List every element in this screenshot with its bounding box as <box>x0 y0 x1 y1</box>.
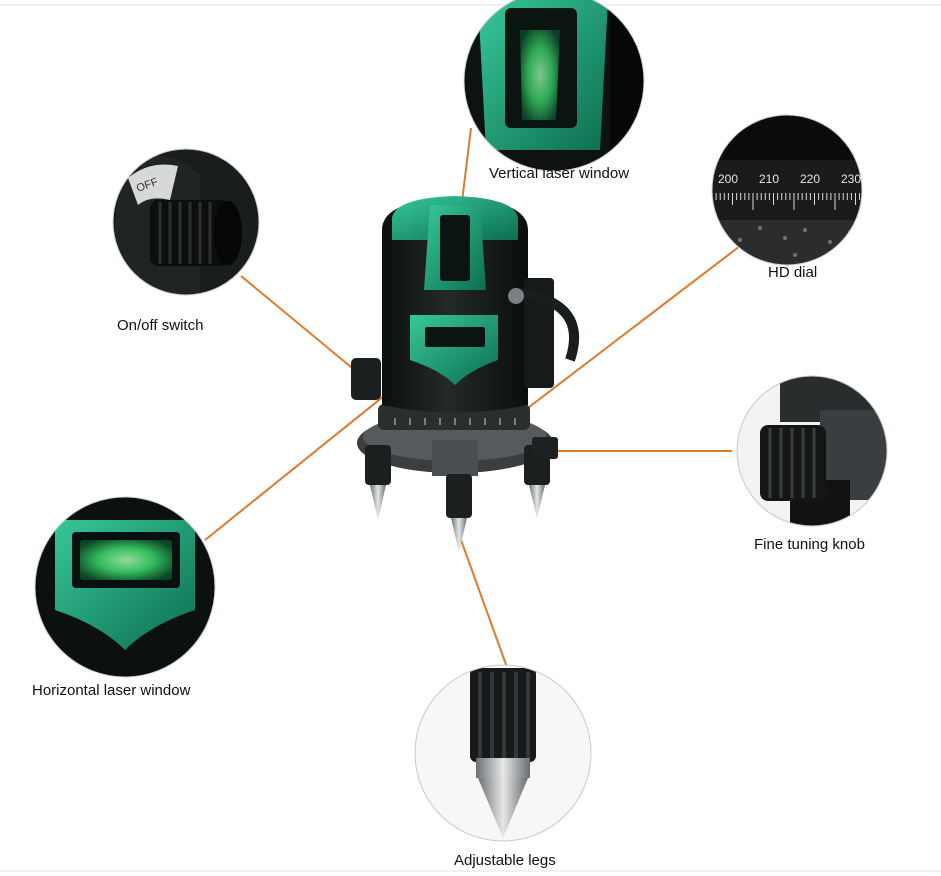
label-adjustable-legs: Adjustable legs <box>454 852 556 869</box>
label-fine-tuning-knob: Fine tuning knob <box>754 536 865 553</box>
callout-onoff-switch: OFF <box>112 148 260 296</box>
label-hd-dial: HD dial <box>768 264 818 281</box>
label-horizontal-laser-window: Horizontal laser window <box>32 682 191 699</box>
callout-fine-tuning-knob <box>736 375 888 527</box>
adjustable-leg-icon <box>470 668 536 838</box>
callout-horizontal-window <box>34 496 216 678</box>
label-onoff-switch: On/off switch <box>117 317 204 334</box>
dial-tick-220: 220 <box>800 172 820 186</box>
leader-legs <box>460 539 509 671</box>
label-vertical-laser-window: Vertical laser window <box>489 165 630 182</box>
dial-tick-200: 200 <box>718 172 738 186</box>
leader-dial <box>519 245 741 415</box>
device-onoff-knob <box>351 358 381 400</box>
power-knob-icon: OFF <box>113 149 259 295</box>
callout-vertical-window <box>463 0 645 172</box>
knurled-knob-icon <box>737 376 887 526</box>
dial-tick-210: 210 <box>759 172 779 186</box>
callout-adjustable-legs <box>414 664 592 842</box>
leader-onoff <box>240 275 358 373</box>
laser-level-device <box>351 196 579 552</box>
callout-hd-dial: 200 210 220 230 <box>711 114 863 266</box>
vertical-laser-window-icon <box>464 0 644 171</box>
dial-tick-230: 230 <box>841 172 861 186</box>
device-side-housing <box>524 278 554 388</box>
device-fine-knob <box>532 437 558 459</box>
horizontal-laser-window-icon <box>35 497 215 677</box>
